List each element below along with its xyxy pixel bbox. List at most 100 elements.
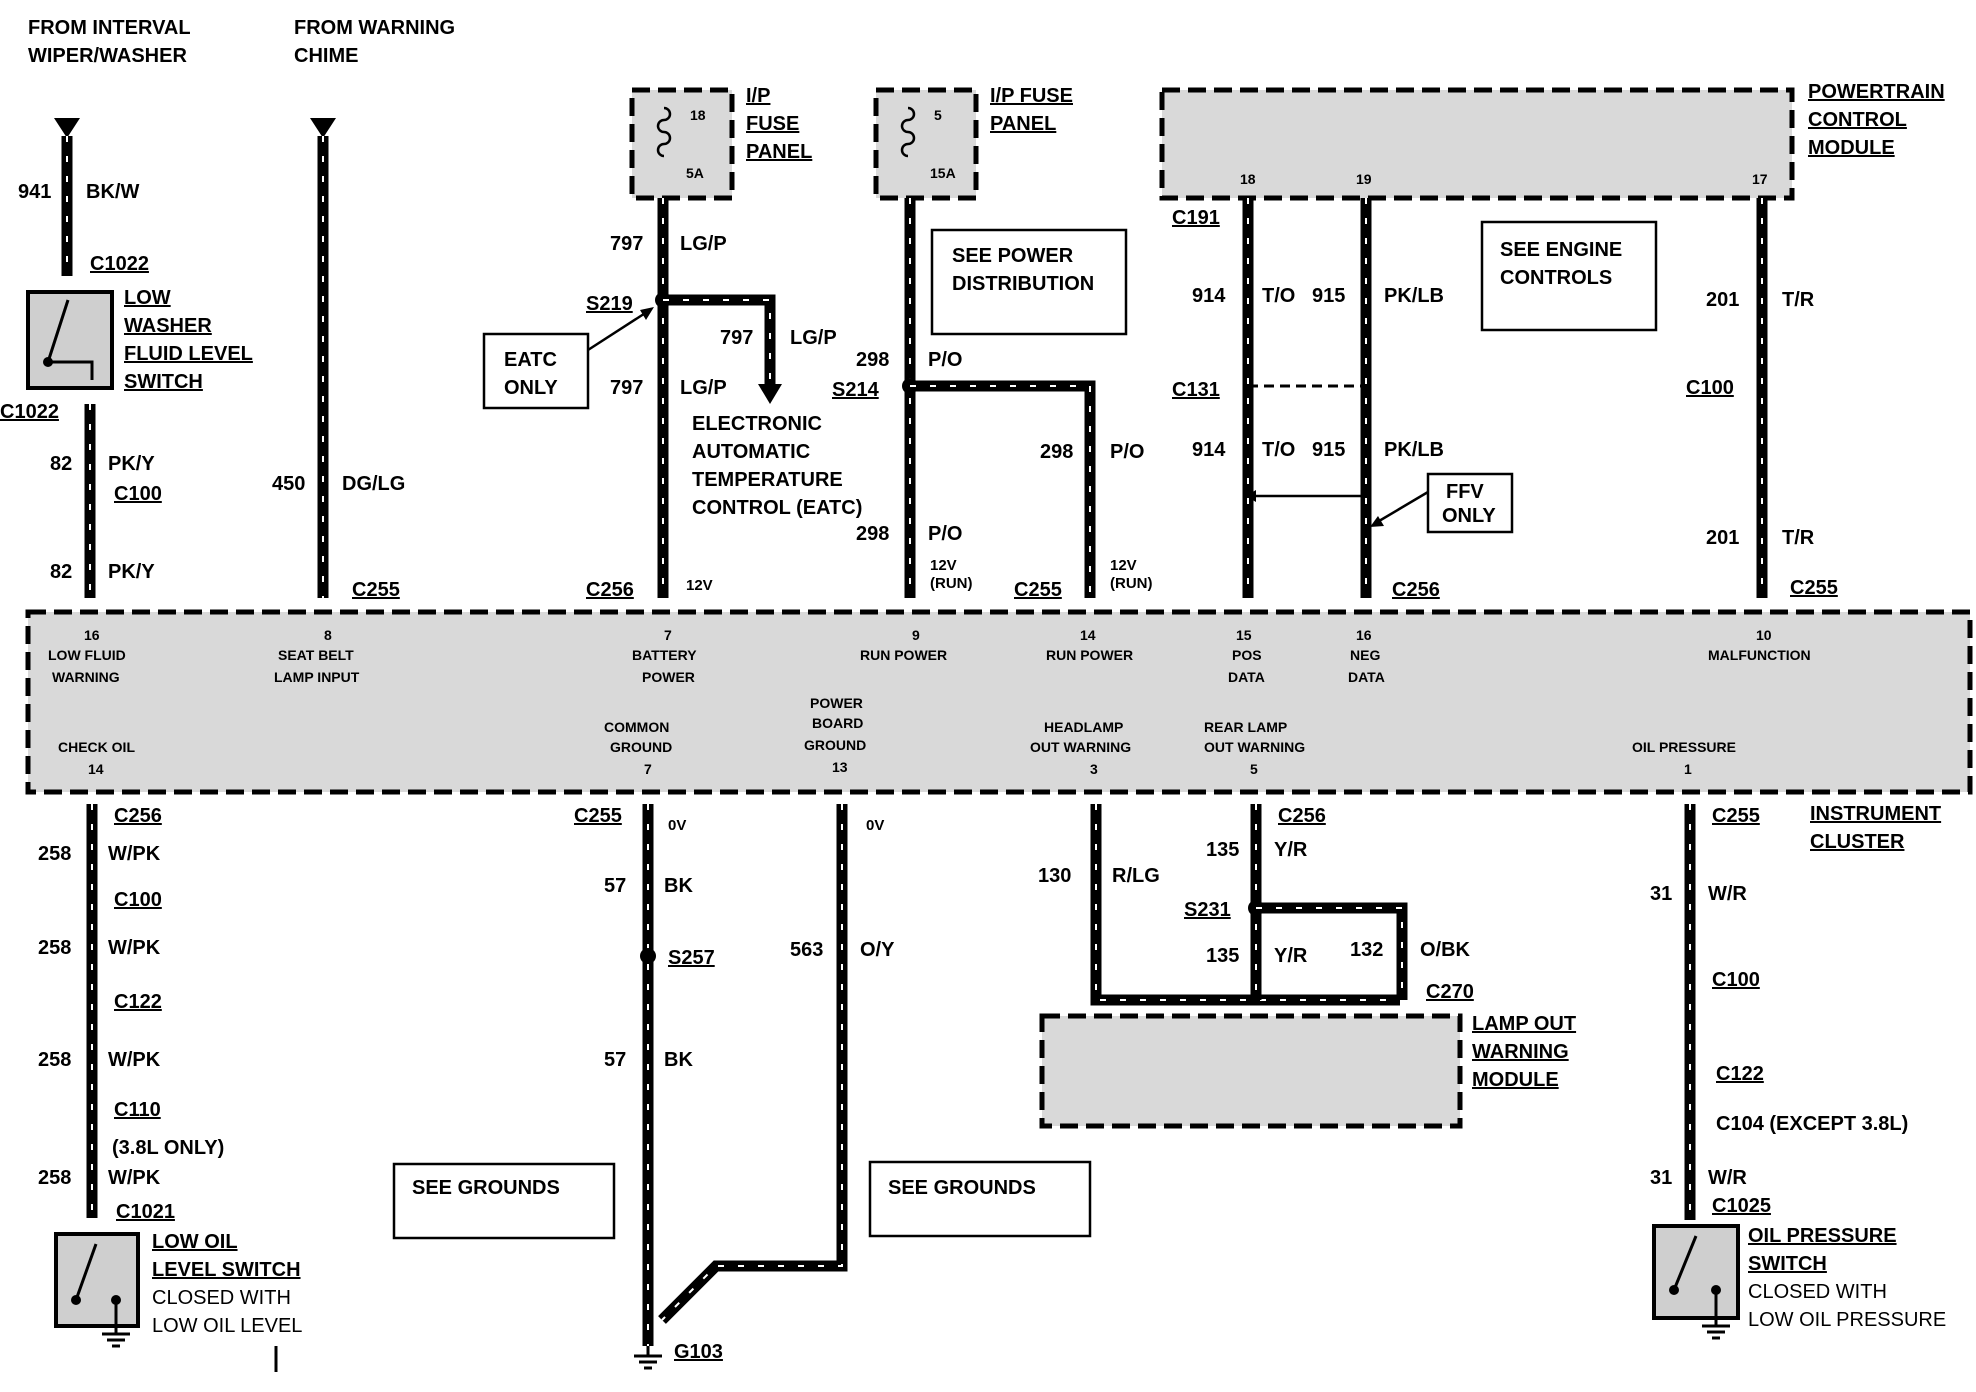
connector-c100-258: C100 bbox=[114, 889, 162, 911]
svg-text:GROUND: GROUND bbox=[610, 739, 672, 755]
wire-31-number-bottom: 31 bbox=[1650, 1167, 1672, 1189]
ffv-only-note bbox=[1426, 472, 1514, 534]
svg-text:LAMP INPUT: LAMP INPUT bbox=[274, 669, 360, 685]
svg-text:15: 15 bbox=[1236, 627, 1252, 643]
svg-text:NEG: NEG bbox=[1350, 647, 1380, 663]
wire-31-color-top: W/R bbox=[1708, 883, 1747, 905]
wire-298-number-top: 298 bbox=[856, 349, 889, 371]
see-grounds-left: SEE GROUNDS bbox=[412, 1177, 560, 1199]
see-engine-1: SEE ENGINE bbox=[1500, 239, 1622, 261]
wire-31-color-bottom: W/R bbox=[1708, 1167, 1747, 1189]
svg-text:7: 7 bbox=[664, 627, 672, 643]
svg-text:MALFUNCTION: MALFUNCTION bbox=[1708, 647, 1811, 663]
connector-c100-201: C100 bbox=[1686, 377, 1734, 399]
svg-text:9: 9 bbox=[912, 627, 920, 643]
splice-s257-label: S257 bbox=[668, 947, 715, 969]
connector-c1025: C1025 bbox=[1712, 1195, 1771, 1217]
oil-level-switch-box bbox=[54, 1232, 140, 1328]
wire-914-color-bottom: T/O bbox=[1262, 439, 1295, 461]
connector-c256-258: C256 bbox=[114, 805, 162, 827]
svg-text:OUT WARNING: OUT WARNING bbox=[1204, 739, 1305, 755]
fuse-left-number: 18 bbox=[690, 107, 706, 123]
eatc-only-note bbox=[482, 332, 590, 410]
cluster-pin-run-power-14: 14 RUN POWER bbox=[1046, 627, 1133, 663]
wire-941-number: 941 bbox=[18, 181, 51, 203]
oil-pressure-switch-label-4: LOW OIL PRESSURE bbox=[1748, 1309, 1946, 1331]
wire-201-number-bottom: 201 bbox=[1706, 527, 1739, 549]
see-power-2: DISTRIBUTION bbox=[952, 273, 1094, 295]
ground-symbol-oil-level-icon bbox=[102, 1300, 130, 1348]
splice-s231-label: S231 bbox=[1184, 899, 1231, 921]
wire-130-number: 130 bbox=[1038, 865, 1071, 887]
cluster-pin-check-oil: CHECK OIL 14 bbox=[58, 739, 135, 777]
svg-text:5: 5 bbox=[1250, 761, 1258, 777]
voltage-12v-run-2-b: (RUN) bbox=[1110, 575, 1153, 592]
wire-135-color-bottom: Y/R bbox=[1274, 945, 1308, 967]
fuse-panel-right-label-2: PANEL bbox=[990, 113, 1056, 135]
wire-298-color-bottom: P/O bbox=[928, 523, 962, 545]
wire-797-color-bottom: LG/P bbox=[680, 377, 727, 399]
voltage-12v-run-2-a: (RUN) bbox=[930, 575, 973, 592]
svg-text:10: 10 bbox=[1756, 627, 1772, 643]
cluster-pin-run-power-9: 9 RUN POWER bbox=[860, 627, 947, 663]
fuse-right-icon bbox=[900, 106, 916, 158]
see-power-note bbox=[930, 228, 1128, 336]
connector-c255-450: C255 bbox=[352, 579, 400, 601]
connector-c131: C131 bbox=[1172, 379, 1220, 401]
svg-text:14: 14 bbox=[1080, 627, 1096, 643]
wire-915-number-top: 915 bbox=[1312, 285, 1345, 307]
connector-c122-258: C122 bbox=[114, 991, 162, 1013]
wire-797-color-top: LG/P bbox=[680, 233, 727, 255]
wire-82-color-bottom: PK/Y bbox=[108, 561, 155, 583]
wire-915-color-bottom: PK/LB bbox=[1384, 439, 1444, 461]
lamp-out-module-box bbox=[1039, 1013, 1463, 1129]
see-engine-note bbox=[1480, 220, 1658, 332]
fuse-panel-left-label-2: FUSE bbox=[746, 113, 799, 135]
cluster-pin-common-ground: COMMON GROUND 7 bbox=[604, 719, 672, 777]
see-grounds-right: SEE GROUNDS bbox=[888, 1177, 1036, 1199]
connector-c256-915: C256 bbox=[1392, 579, 1440, 601]
svg-text:OIL PRESSURE: OIL PRESSURE bbox=[1632, 739, 1736, 755]
cluster-pin-seat-belt: 8 SEAT BELT LAMP INPUT bbox=[274, 627, 360, 685]
washer-switch-label-3: FLUID LEVEL bbox=[124, 343, 253, 365]
connector-c122-31: C122 bbox=[1716, 1063, 1764, 1085]
voltage-0v-563: 0V bbox=[866, 817, 884, 834]
connector-c256-135: C256 bbox=[1278, 805, 1326, 827]
wire-258-number-1: 258 bbox=[38, 843, 71, 865]
wire-201-color-top: T/R bbox=[1782, 289, 1815, 311]
cluster-pin-neg-data: 16 NEG DATA bbox=[1348, 627, 1385, 685]
wire-797-number-branch: 797 bbox=[720, 327, 753, 349]
pcm-label-2: CONTROL bbox=[1808, 109, 1907, 131]
fuse-panel-left-label-1: I/P bbox=[746, 85, 770, 107]
source-interval-wiper-2: WIPER/WASHER bbox=[28, 45, 187, 67]
connector-c1022-bottom: C1022 bbox=[0, 401, 59, 423]
source-interval-wiper-1: FROM INTERVAL bbox=[28, 17, 191, 39]
oil-pressure-switch-label-1: OIL PRESSURE bbox=[1748, 1225, 1897, 1247]
wire-135-number-bottom: 135 bbox=[1206, 945, 1239, 967]
wire-258-color-3: W/PK bbox=[108, 1049, 161, 1071]
voltage-12v-797: 12V bbox=[686, 577, 713, 594]
wire-797-number-bottom: 797 bbox=[610, 377, 643, 399]
wire-201-number-top: 201 bbox=[1706, 289, 1739, 311]
washer-switch-blade-icon bbox=[46, 299, 70, 363]
connector-c1021: C1021 bbox=[116, 1201, 175, 1223]
wire-57-number-top: 57 bbox=[604, 875, 626, 897]
eatc-label-1: ELECTRONIC bbox=[692, 413, 822, 435]
svg-text:GROUND: GROUND bbox=[804, 737, 866, 753]
svg-text:WARNING: WARNING bbox=[52, 669, 120, 685]
svg-text:HEADLAMP: HEADLAMP bbox=[1044, 719, 1123, 735]
wire-201-color-bottom: T/R bbox=[1782, 527, 1815, 549]
connector-c270: C270 bbox=[1426, 981, 1474, 1003]
wire-132-color: O/BK bbox=[1420, 939, 1471, 961]
svg-text:DATA: DATA bbox=[1348, 669, 1385, 685]
see-engine-2: CONTROLS bbox=[1500, 267, 1612, 289]
see-grounds-left-note bbox=[392, 1162, 616, 1240]
splice-s214-label: S214 bbox=[832, 379, 880, 401]
fuse-right-number: 5 bbox=[934, 107, 942, 123]
eatc-only-2: ONLY bbox=[504, 377, 558, 399]
lamp-out-module-label-3: MODULE bbox=[1472, 1069, 1559, 1091]
svg-text:BATTERY: BATTERY bbox=[632, 647, 697, 663]
wire-915-color-top: PK/LB bbox=[1384, 285, 1444, 307]
see-power-1: SEE POWER bbox=[952, 245, 1074, 267]
svg-text:POWER: POWER bbox=[810, 695, 863, 711]
